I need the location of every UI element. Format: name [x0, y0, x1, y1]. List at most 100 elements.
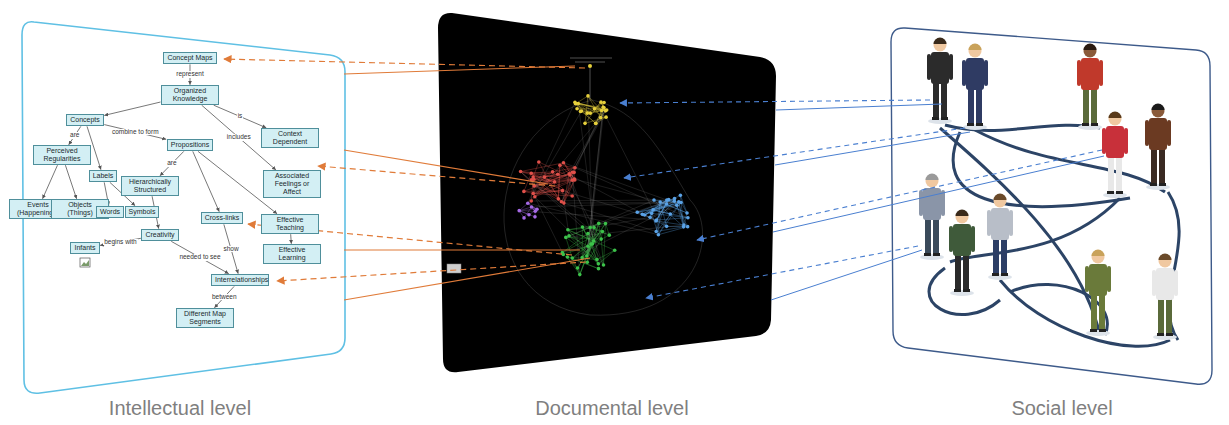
network-link: [606, 117, 653, 210]
concept-box: Context Dependent: [261, 128, 319, 147]
network-dot: [535, 208, 539, 212]
concept-link: [214, 105, 267, 128]
person-figure: [962, 44, 988, 131]
network-link: [575, 168, 688, 218]
network-link: [519, 207, 531, 211]
network-link: [656, 221, 684, 225]
network-dot: [604, 115, 608, 119]
concept-link: [100, 238, 141, 245]
network-link: [569, 118, 600, 174]
concept-link: [171, 241, 228, 273]
network-dot: [566, 255, 570, 259]
network-link: [585, 96, 588, 123]
link-label: between: [211, 294, 238, 301]
blue-link: [776, 104, 942, 110]
network-dot: [654, 230, 658, 234]
level-label: Social level: [1011, 397, 1112, 420]
network-dot: [529, 199, 533, 203]
concept-box: Cross-links: [201, 212, 244, 224]
link-label: needed to see: [178, 254, 221, 261]
network-dot: [517, 209, 521, 213]
network-dot: [601, 106, 605, 110]
network-dot: [599, 100, 603, 104]
network-dot: [522, 190, 526, 194]
network-dot: [531, 192, 535, 196]
network-link: [533, 111, 581, 193]
network-dot: [601, 230, 605, 234]
concept-box: Labels: [89, 170, 118, 182]
orange-arrow: [277, 262, 586, 281]
network-link: [564, 203, 656, 231]
concept-text: Cross-links: [205, 214, 240, 222]
network-dot: [519, 170, 523, 174]
network-link: [531, 200, 667, 202]
person-figure: [1077, 44, 1103, 131]
orange-link: [344, 150, 548, 184]
concept-text: Symbols: [129, 208, 156, 216]
concept-box: Organized Knowledge: [161, 85, 219, 104]
network-dot: [561, 189, 565, 193]
concept-link: [160, 151, 184, 175]
network-dot: [578, 273, 582, 277]
network-dot: [651, 208, 655, 212]
network-dot: [526, 201, 530, 205]
network-dot: [588, 64, 592, 68]
concept-box: Creativity: [141, 229, 178, 241]
network-dot: [579, 110, 583, 114]
network-dot: [562, 201, 566, 205]
person-figure: [1152, 254, 1178, 341]
link-label: show: [222, 246, 239, 253]
network-dot: [586, 244, 590, 248]
blue-arrow: [620, 100, 930, 103]
concept-link: [290, 234, 292, 244]
network-link: [531, 173, 554, 182]
network-dot: [665, 225, 669, 229]
blue-link: [773, 156, 1104, 232]
network-dot: [527, 213, 531, 217]
network-link: [533, 162, 539, 177]
concept-box: Words: [96, 206, 124, 218]
concept-box: Interrelationships: [211, 274, 269, 286]
network-link: [587, 108, 604, 263]
concept-text: Concept Maps: [167, 54, 212, 62]
network-graph: [504, 58, 703, 315]
network-dot: [537, 160, 541, 164]
network-link: [562, 246, 588, 252]
concept-link: [193, 151, 219, 211]
network-dot: [564, 236, 568, 240]
network-dot: [557, 197, 561, 201]
network-link: [578, 103, 606, 117]
concept-text: Organized Knowledge: [165, 87, 215, 102]
people-illustration: [919, 38, 1179, 347]
link-label: are: [69, 132, 80, 139]
network-dot: [533, 195, 537, 199]
person-figure: [987, 194, 1013, 281]
network-dot: [613, 249, 617, 253]
network-link: [569, 174, 603, 265]
concept-box: Effective Teaching: [261, 214, 319, 233]
network-dot: [558, 163, 562, 167]
concept-box: Concepts: [66, 114, 104, 126]
concept-text: Infants: [74, 244, 95, 252]
network-dot: [553, 180, 557, 184]
network-link: [524, 173, 531, 191]
network-dot: [574, 102, 578, 106]
network-dot: [673, 197, 677, 201]
network-link: [558, 165, 560, 199]
network-dot: [679, 194, 683, 198]
network-dot: [570, 256, 574, 260]
concept-text: Context Dependent: [265, 130, 315, 145]
network-link: [521, 172, 583, 227]
network-dot: [570, 194, 574, 198]
network-dot: [608, 233, 612, 237]
network-link: [566, 237, 601, 239]
network-dot: [556, 172, 560, 176]
concept-text: Labels: [93, 172, 114, 180]
blue-link: [771, 250, 922, 300]
person-figure: [1102, 112, 1128, 199]
network-dot: [575, 107, 579, 111]
network-dot: [522, 216, 526, 220]
concept-box: Symbols: [125, 206, 160, 218]
network-dot: [531, 175, 535, 179]
network-dot: [602, 263, 606, 267]
